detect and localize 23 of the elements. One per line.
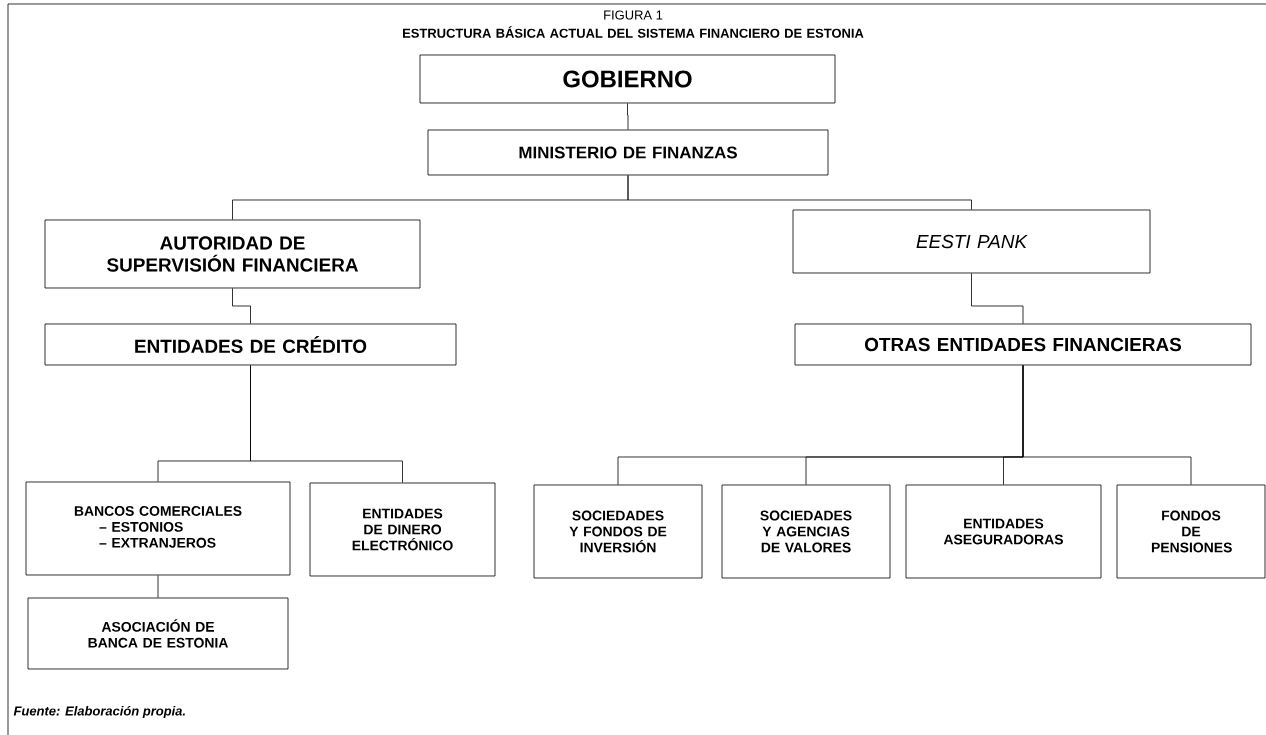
org-box: ENTIDADES DE CRÉDITO bbox=[44, 323, 457, 366]
connector-line bbox=[1022, 365, 1192, 485]
org-box: SOCIEDADES Y AGENCIAS DE VALORES bbox=[721, 484, 891, 579]
org-box: ENTIDADES DE DINERO ELECTRÓNICO bbox=[309, 482, 496, 577]
org-box: ENTIDADES ASEGURADORAS bbox=[905, 484, 1102, 579]
org-box: GOBIERNO bbox=[419, 54, 836, 104]
org-box: FONDOS DE PENSIONES bbox=[1116, 484, 1266, 579]
org-box: BANCOS COMERCIALES – ESTONIOS – EXTRANJEROS bbox=[25, 481, 291, 576]
source-note: Fuente: Elaboración propia. bbox=[13, 705, 185, 719]
connector-line bbox=[971, 273, 1024, 324]
connector-line bbox=[627, 175, 972, 210]
figure-number: FIGURA 1 bbox=[604, 10, 663, 20]
figure-title: ESTRUCTURA BÁSICA ACTUAL DEL SISTEMA FINANCIERO DE ESTONIA bbox=[403, 26, 864, 38]
org-box: ASOCIACIÓN DE BANCA DE ESTONIA bbox=[27, 597, 289, 670]
connector-line bbox=[232, 288, 251, 324]
connector-line bbox=[157, 575, 159, 598]
org-box: SOCIEDADES Y FONDOS DE INVERSIÓN bbox=[533, 484, 703, 579]
org-box: OTRAS ENTIDADES FINANCIERAS bbox=[794, 323, 1252, 366]
org-box: AUTORIDAD DE SUPERVISIÓN FINANCIERA bbox=[44, 219, 421, 289]
org-box: EESTI PANK bbox=[792, 209, 1151, 274]
connector-line bbox=[250, 365, 403, 483]
org-box: MINISTERIO DE FINANZAS bbox=[427, 129, 829, 176]
connector-line bbox=[627, 103, 629, 130]
